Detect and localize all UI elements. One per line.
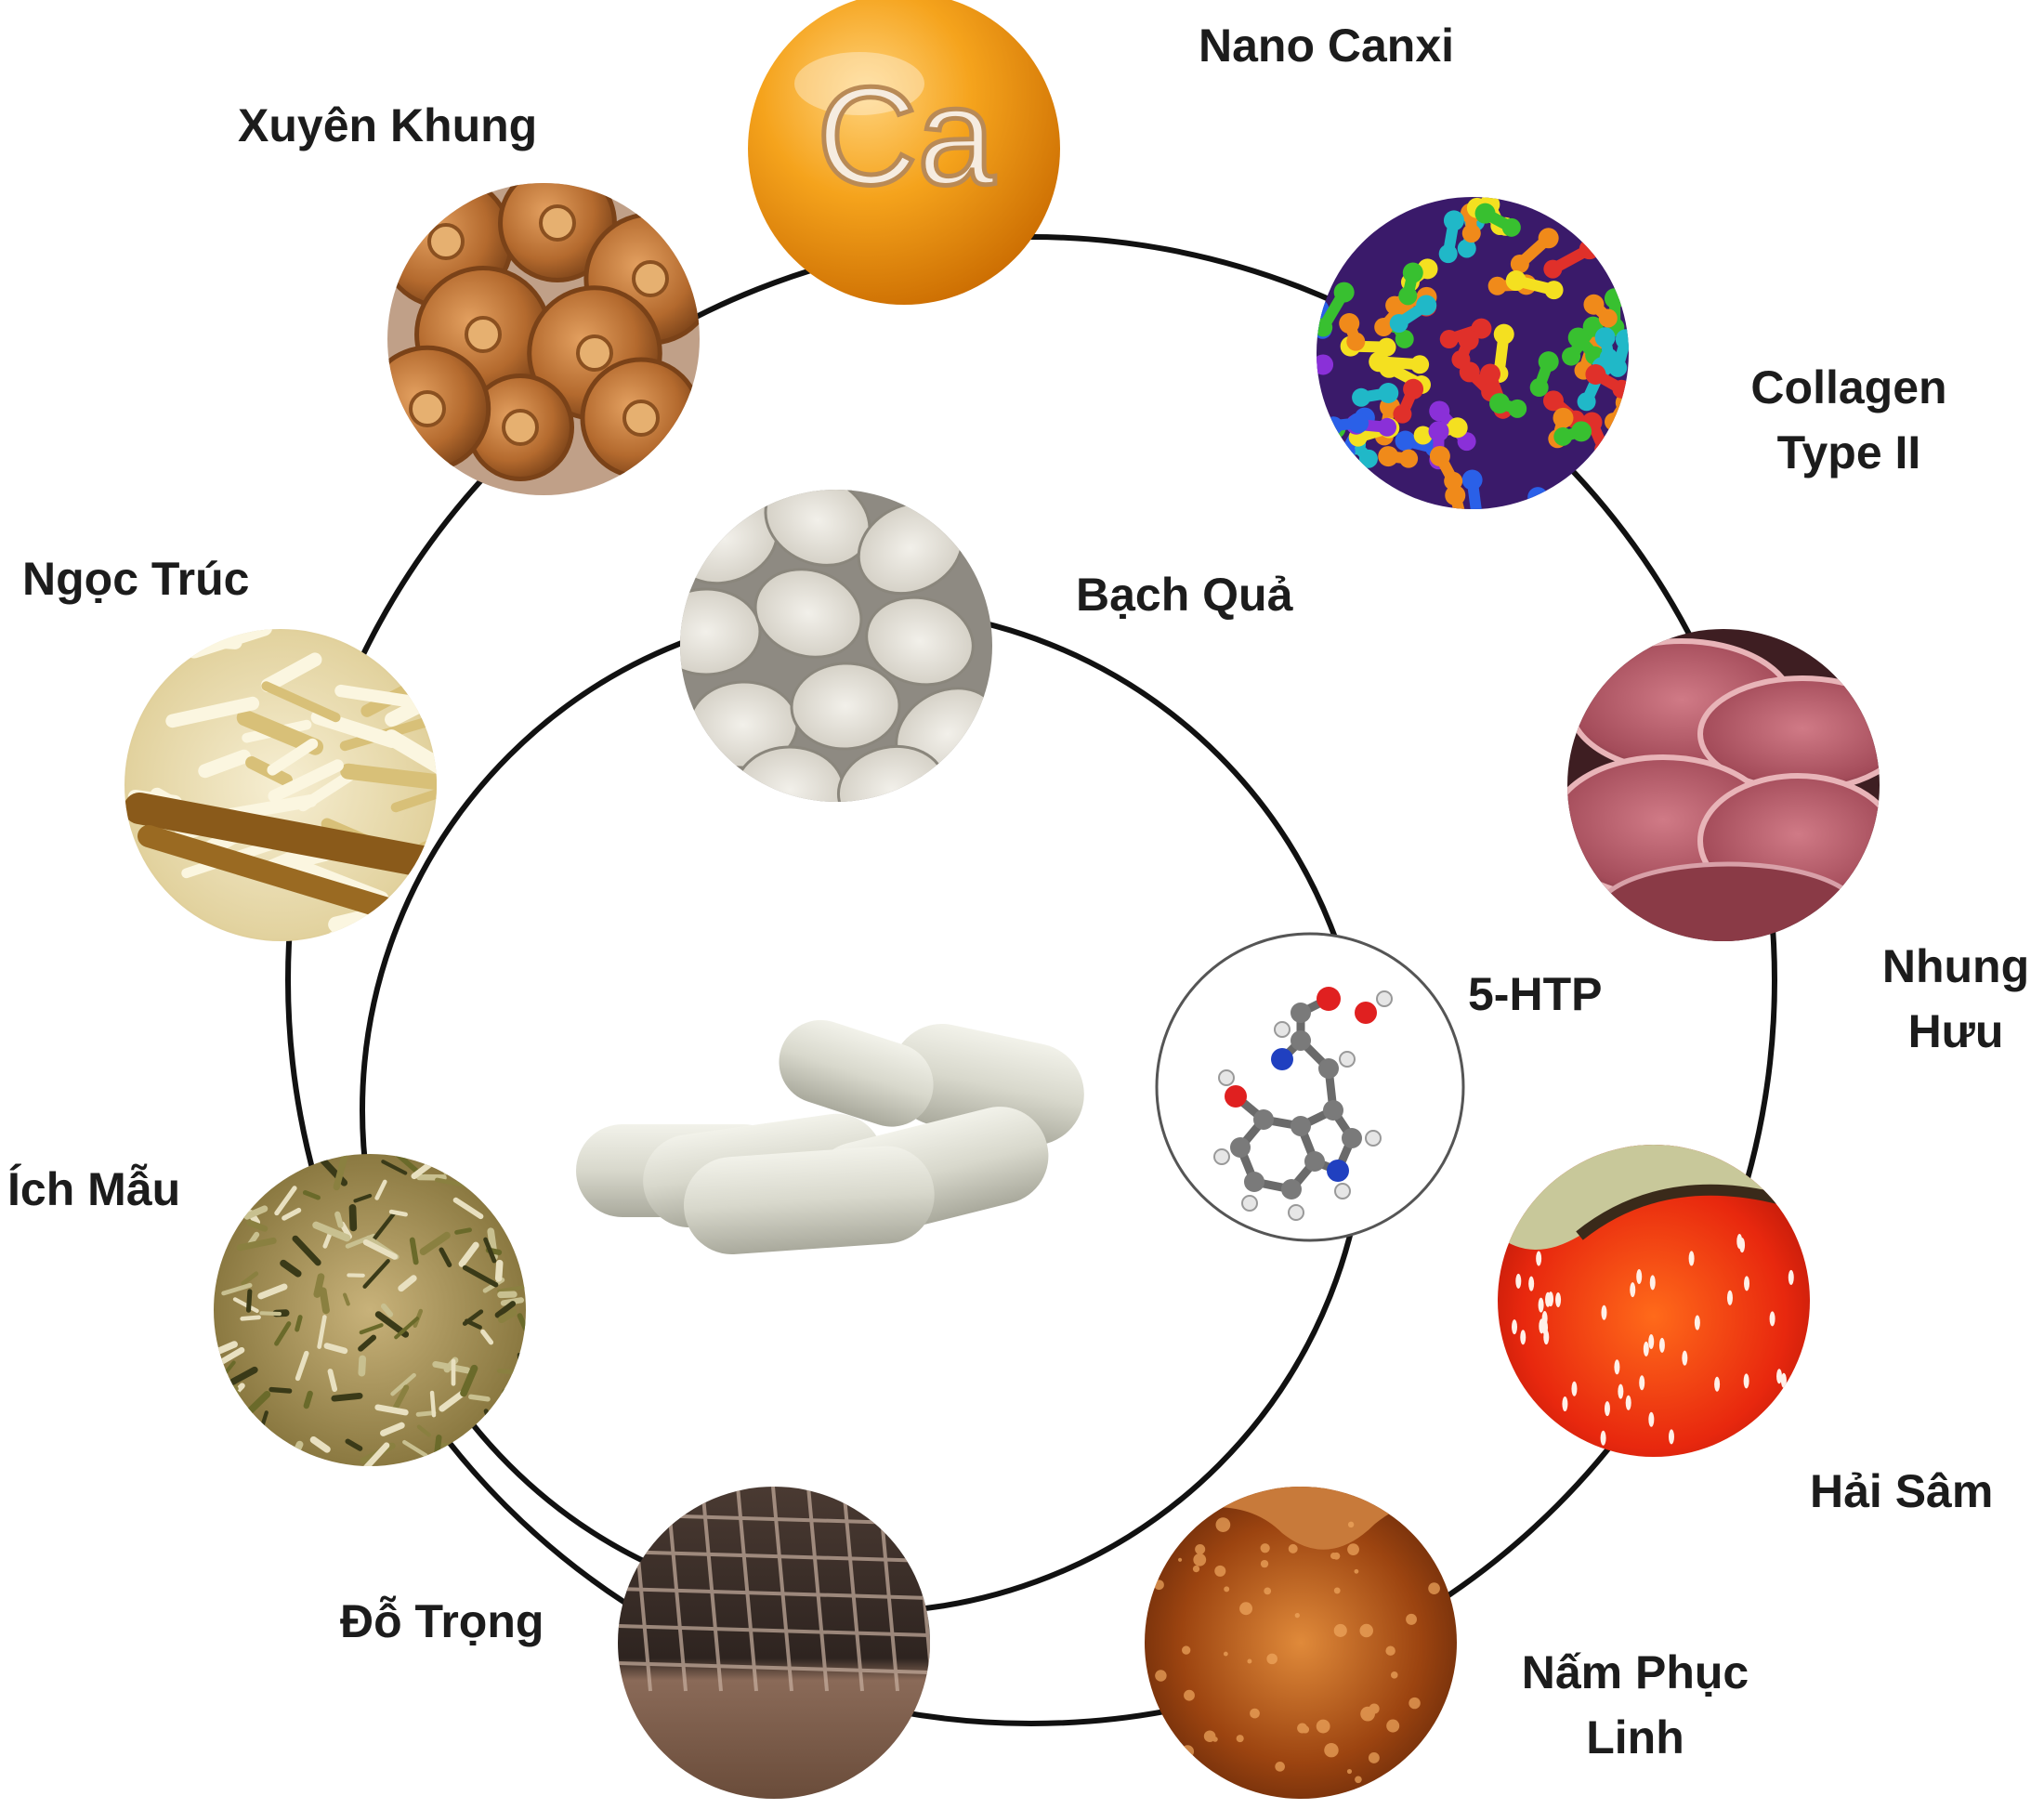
xuyen-khung-image (387, 183, 700, 495)
do-trong-image (618, 1487, 930, 1799)
label-nano-canxi: Nano Canxi (1199, 20, 1455, 72)
ich-mau-image (214, 1154, 526, 1466)
label-do-trong: Đỗ Trọng (340, 1595, 544, 1647)
ngoc-truc-image (124, 629, 437, 941)
5-htp-image (1155, 932, 1465, 1242)
capsules-image (576, 1019, 1084, 1255)
label-bach-qua: Bạch Quả (1076, 569, 1293, 621)
label-5-htp: 5-HTP (1468, 968, 1603, 1020)
label-ngoc-truc: Ngọc Trúc (22, 553, 250, 605)
label-hai-sam: Hải Sâm (1810, 1465, 1994, 1517)
label-nam-phuc-linh: Nấm Phục Linh (1521, 1646, 1749, 1763)
hai-sam-image (1498, 1145, 1810, 1457)
nam-phuc-linh-image (1145, 1487, 1457, 1799)
label-ich-mau: Ích Mẫu (7, 1163, 181, 1215)
nano-canxi-image: Ca (748, 0, 1060, 305)
label-collagen-type-ii: Collagen Type II (1750, 361, 1947, 478)
calcium-symbol: Ca (817, 58, 995, 214)
collagen-image (1317, 197, 1629, 509)
bach-qua-image (680, 490, 992, 802)
nhung-huu-image (1567, 629, 1880, 941)
label-nhung-huu: Nhung Hưu (1881, 940, 2030, 1057)
label-xuyen-khung: Xuyên Khung (238, 99, 538, 151)
